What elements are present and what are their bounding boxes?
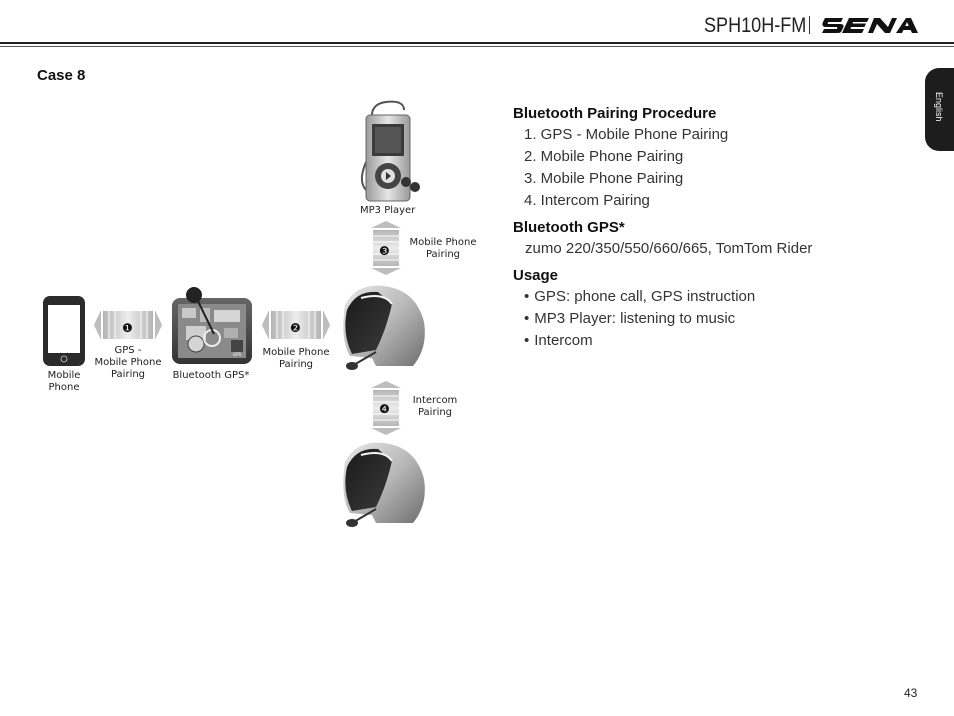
mp3-player-icon <box>360 100 420 202</box>
header-separator <box>809 16 810 34</box>
language-tab-label: English <box>934 92 944 122</box>
step-2-number: ❷ <box>290 321 301 335</box>
procedure-step: 2. Mobile Phone Pairing <box>524 148 684 165</box>
step-4-number: ❹ <box>379 402 390 416</box>
mobile-phone-pairing-label-3: Mobile Phone Pairing <box>409 237 477 260</box>
pairing-arrow-3 <box>371 221 401 275</box>
pairing-arrow-4 <box>371 381 401 435</box>
usage-item: •Intercom <box>524 332 593 349</box>
usage-title: Usage <box>513 267 559 284</box>
procedure-title: Bluetooth Pairing Procedure <box>513 105 717 122</box>
gps-models: zumo 220/350/550/660/665, TomTom Rider <box>525 240 813 257</box>
mobile-phone-label: Mobile Phone <box>47 370 81 393</box>
procedure-step: 1. GPS - Mobile Phone Pairing <box>524 126 729 143</box>
mp3-player-label: MP3 Player <box>360 205 416 216</box>
sena-logo <box>822 18 918 33</box>
pairing-arrow-1 <box>94 310 162 340</box>
header-rule <box>0 42 954 44</box>
usage-item: •GPS: phone call, GPS instruction <box>524 288 756 305</box>
intercom-pairing-label: Intercom Pairing <box>412 395 458 418</box>
case-heading: Case 8 <box>37 67 86 84</box>
header-rule-thin <box>0 46 954 47</box>
mobile-phone-icon <box>43 296 85 366</box>
helmet-top-icon <box>343 285 425 370</box>
usage-item: •MP3 Player: listening to music <box>524 310 736 327</box>
step-3-number: ❸ <box>379 244 390 258</box>
language-tab: English <box>925 68 954 151</box>
pairing-arrow-2 <box>262 310 330 340</box>
procedure-step: 4. Intercom Pairing <box>524 192 650 209</box>
procedure-step: 3. Mobile Phone Pairing <box>524 170 684 187</box>
gps-screen-text: GPS <box>233 352 242 357</box>
product-model-title: SPH10H-FM <box>704 14 807 37</box>
bluetooth-gps-icon <box>172 287 252 364</box>
instructions-column: Bluetooth Pairing Procedure 1. GPS - Mob… <box>513 104 913 352</box>
mobile-phone-pairing-label-2: Mobile Phone Pairing <box>262 347 330 370</box>
bluetooth-gps-label: Bluetooth GPS* <box>172 370 250 381</box>
helmet-bottom-icon <box>343 442 425 527</box>
page-number: 43 <box>904 686 918 700</box>
gps-mobile-phone-pairing-label: GPS - Mobile Phone Pairing <box>94 345 162 380</box>
gps-section-title: Bluetooth GPS* <box>513 219 625 236</box>
step-1-number: ❶ <box>122 321 133 335</box>
